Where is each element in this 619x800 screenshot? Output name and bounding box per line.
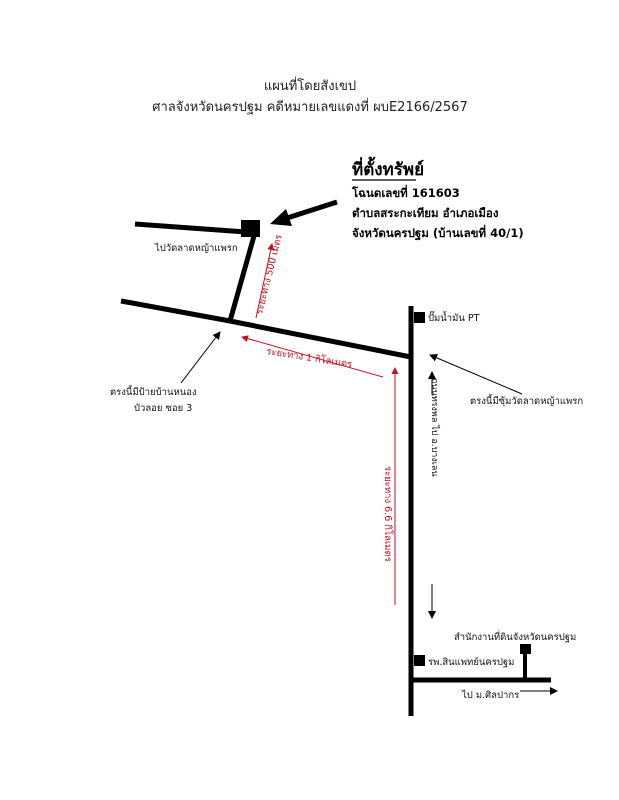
arch-label: ตรงนี้มีซุ้มวัดลาดหญ้าแพรก <box>470 394 583 407</box>
property-province: จังหวัดนครปฐม (บ้านเลขที่ 40/1) <box>352 224 524 241</box>
property-marker <box>241 220 260 237</box>
distance-500m-label: ระยะทาง 500 เมตร <box>254 233 285 315</box>
map-title: แผนที่โดยสังเขป <box>264 77 356 94</box>
land-office-marker <box>520 644 531 654</box>
hospital-marker <box>414 655 425 666</box>
property-title: ที่ตั้งทรัพย์ <box>352 156 424 180</box>
road-1km <box>229 318 412 360</box>
arch-pointer <box>429 354 523 395</box>
land-office-label: สำนักงานที่ดินจังหวัดนครปฐม <box>454 630 576 643</box>
property-pointer-arrowhead <box>270 209 292 226</box>
side-road-left <box>120 298 231 324</box>
soi-road <box>227 235 257 322</box>
road-to-wat <box>134 221 247 235</box>
property-deed: โฉนดเลขที่ 161603 <box>351 184 460 200</box>
distance-1km-label: ระยะทาง 1 กิโลเมตร <box>266 345 353 370</box>
sign-pointer <box>180 331 221 384</box>
hospital-label: รพ.สินแพทย์นครปฐม <box>428 656 514 668</box>
distance-1km-arrow <box>241 335 384 378</box>
to-university-label: ไป ม.ศิลปากร <box>461 689 519 701</box>
sign-label-line1: ตรงนี้มีป้ายบ้านหนอง <box>110 385 197 398</box>
sign-label-line2: บัวลอย ซอย 3 <box>134 403 192 414</box>
road-name-upper: ถนนทรงพล ไป อ.บางเลน <box>429 378 440 477</box>
distance-500m-arrow <box>255 243 275 319</box>
gas-station-marker <box>414 312 425 323</box>
gas-station-label: ปั๊มน้ำมัน PT <box>428 310 480 324</box>
map-subtitle: ศาลจังหวัดนครปฐม คดีหมายเลขแดงที่ ผบE216… <box>152 98 467 115</box>
property-pointer-arrow <box>283 199 338 222</box>
to-wat-label: ไปวัดลาดหญ้าแพรก <box>154 242 238 254</box>
property-location: ตำบลสระกะเทียม อำเภอเมือง <box>352 206 499 220</box>
distance-6-6km-label: ระยะทาง 6.6 กิโลเมตร <box>382 466 394 562</box>
